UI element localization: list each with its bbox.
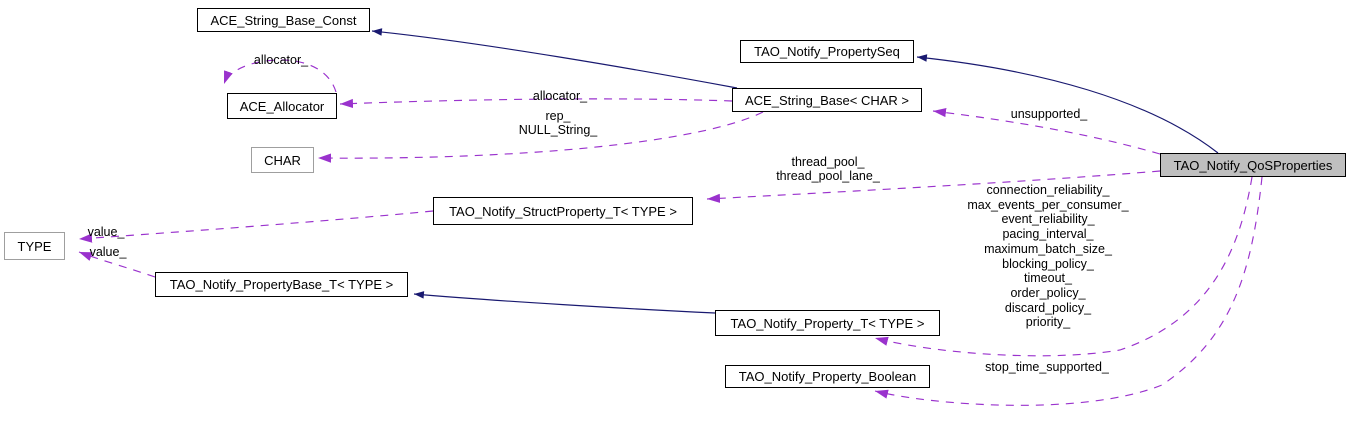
- edge-usage-stringbase-to-allocator: [339, 98, 733, 109]
- edge-inherits-stringbase-to-stringbaseconst: [371, 28, 738, 89]
- edge-usage-qos-to-propertyt: [874, 176, 1253, 357]
- edge-label-allocator-self: allocator_: [253, 53, 309, 67]
- node-tao-notify-qosproperties[interactable]: TAO_Notify_QoSProperties: [1160, 153, 1346, 177]
- node-ace-string-base-const[interactable]: ACE_String_Base_Const: [197, 8, 370, 32]
- edge-usage-stringbase-to-char: [317, 111, 764, 163]
- edge-label-unsupported: unsupported_: [1010, 107, 1088, 121]
- edge-inherits-qosproperties-to-propertyseq: [916, 54, 1219, 154]
- edge-inherits-propertyt-to-propertybase: [413, 291, 716, 314]
- edge-label-value-lower: value_: [89, 245, 127, 259]
- node-tao-notify-structproperty-t[interactable]: TAO_Notify_StructProperty_T< TYPE >: [433, 197, 693, 225]
- edge-usage-qos-to-structproperty: [706, 170, 1161, 203]
- node-ace-allocator[interactable]: ACE_Allocator: [227, 93, 337, 119]
- edge-label-allocator: allocator_: [532, 89, 588, 103]
- node-tao-notify-propertybase-t[interactable]: TAO_Notify_PropertyBase_T< TYPE >: [155, 272, 408, 297]
- node-char[interactable]: CHAR: [251, 147, 314, 173]
- edge-label-rep-null-string: rep_ NULL_String_: [518, 109, 598, 137]
- node-tao-notify-property-boolean[interactable]: TAO_Notify_Property_Boolean: [725, 365, 930, 388]
- node-tao-notify-propertyseq[interactable]: TAO_Notify_PropertySeq: [740, 40, 914, 63]
- node-tao-notify-property-t[interactable]: TAO_Notify_Property_T< TYPE >: [715, 310, 940, 336]
- edge-label-value-upper: value_: [87, 225, 125, 239]
- edge-label-qos-members: connection_reliability_ max_events_per_c…: [967, 183, 1129, 330]
- node-type[interactable]: TYPE: [4, 232, 65, 260]
- edge-usage-qos-to-stringbase: [932, 108, 1161, 155]
- node-ace-string-base-char[interactable]: ACE_String_Base< CHAR >: [732, 88, 922, 112]
- edge-label-stop-time-supported: stop_time_supported_: [985, 360, 1109, 374]
- edge-label-thread-pool: thread_pool_ thread_pool_lane_: [776, 155, 880, 183]
- edge-usage-structproperty-to-type: [78, 210, 434, 243]
- edge-usage-allocator-self: [223, 59, 337, 93]
- edge-usage-propertybase-to-type: [78, 251, 156, 278]
